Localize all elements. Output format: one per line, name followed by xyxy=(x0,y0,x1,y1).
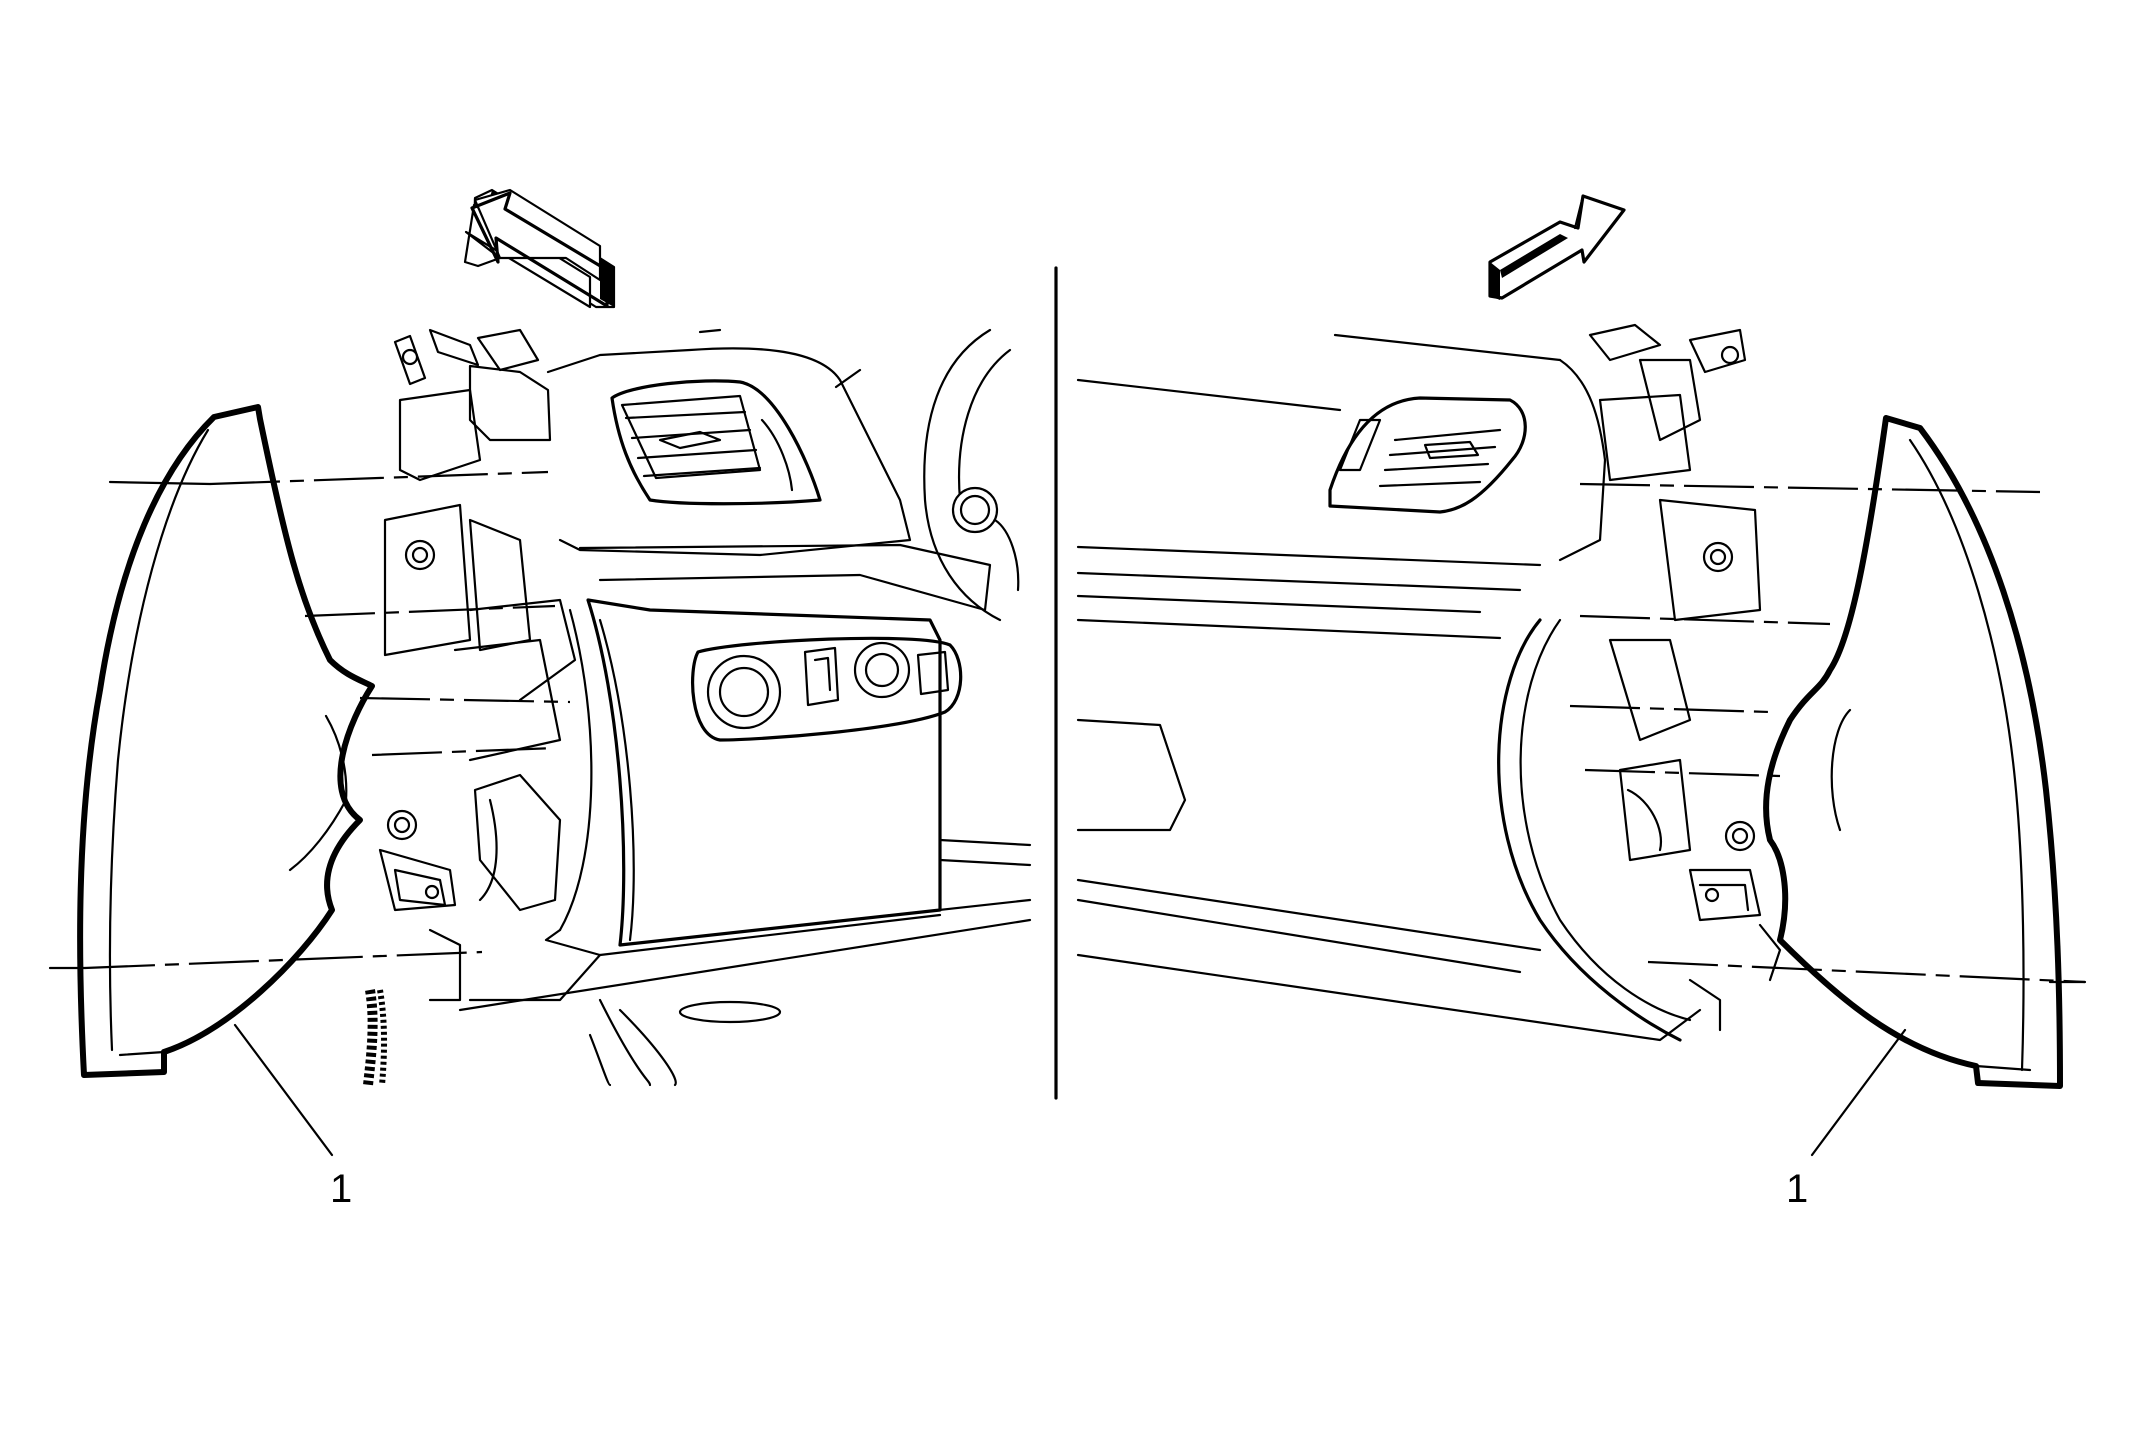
right-instrument-panel xyxy=(1076,333,1702,1042)
left-alignment-lines xyxy=(48,470,571,970)
right-alignment-lines xyxy=(1569,482,2087,984)
right-callout-label: 1 xyxy=(1786,1167,1808,1211)
left-panel: 1 xyxy=(48,188,1032,1211)
left-instrument-panel xyxy=(458,328,1032,1087)
direction-arrow-icon xyxy=(463,188,616,309)
direction-arrow-icon xyxy=(1488,194,1626,300)
left-trim-panel xyxy=(77,404,375,1078)
right-bracket-assembly xyxy=(1588,323,1782,1032)
left-callout-leader xyxy=(233,1023,334,1157)
right-trim-panel xyxy=(1763,415,2063,1089)
right-callout-leader xyxy=(1810,1028,1907,1157)
right-panel: 1 xyxy=(1076,194,2087,1211)
left-callout-label: 1 xyxy=(330,1167,352,1211)
left-bracket-assembly xyxy=(363,328,577,1086)
